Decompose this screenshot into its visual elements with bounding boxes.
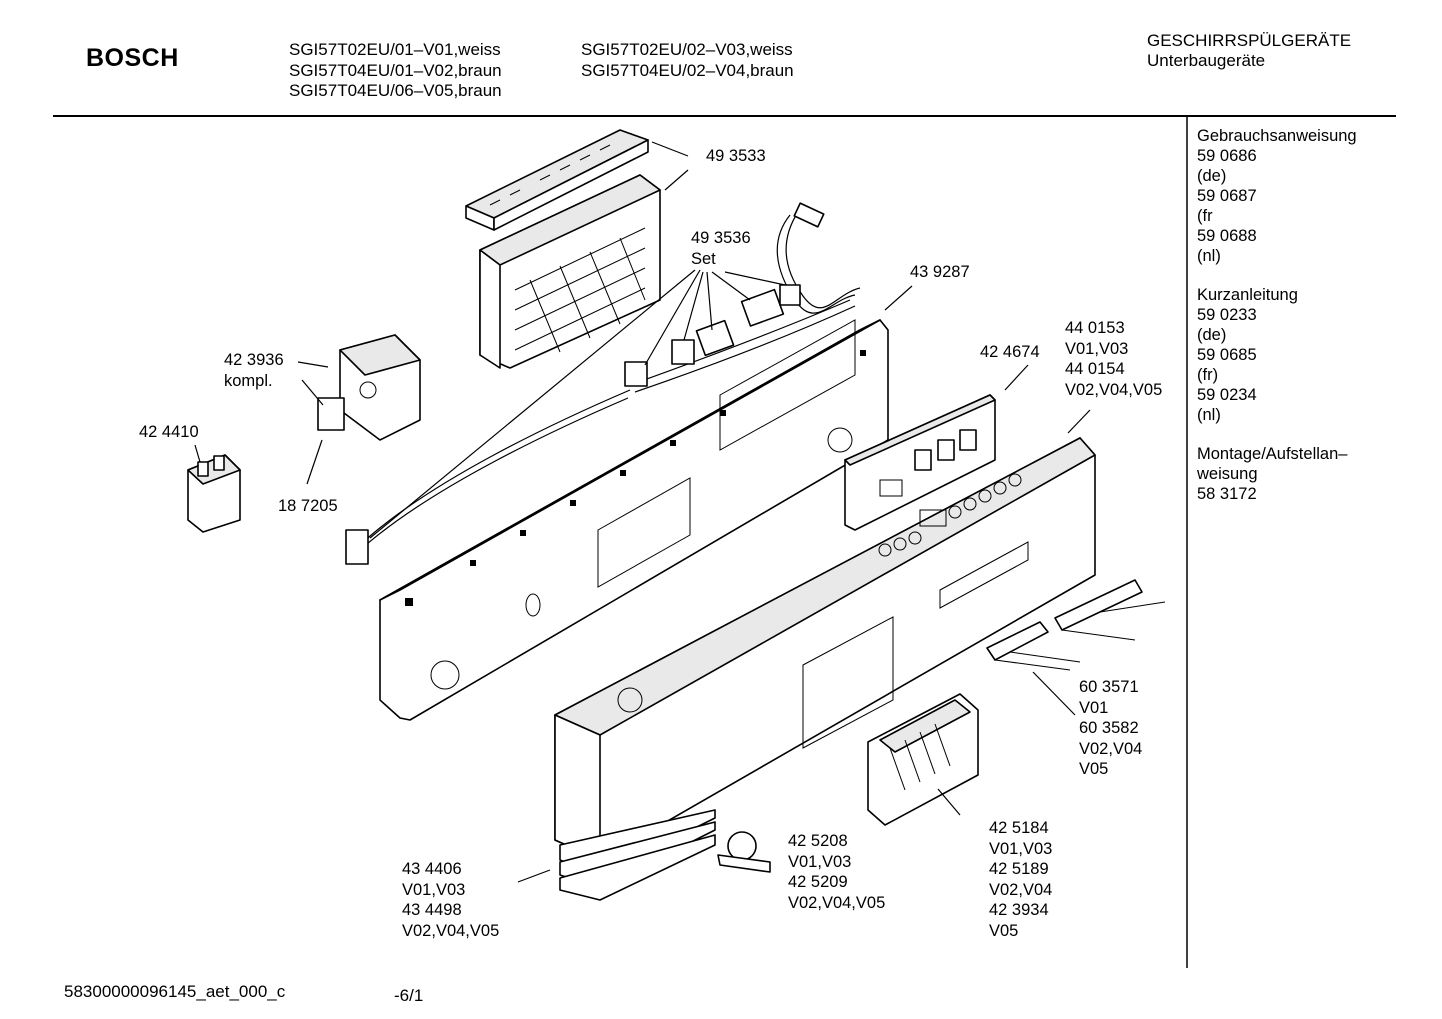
doc-number: 58 3172 [1197, 485, 1257, 503]
category-title: GESCHIRRSPÜLGERÄTE [1147, 31, 1352, 50]
part-number: 49 3536 [691, 229, 751, 247]
doc-number: 59 0688 [1197, 227, 1257, 245]
doc-language: (nl) [1197, 406, 1221, 424]
part-label-603571: 60 3571 V01 60 3582 V02,V04 V05 [1079, 677, 1142, 780]
part-label-187205: 18 7205 [278, 496, 338, 517]
part-label-434406: 43 4406 V01,V03 43 4498 V02,V04,V05 [402, 859, 499, 941]
part-number: 42 3934 [989, 901, 1049, 919]
part-number: 42 3936 [224, 351, 284, 369]
door-switch-part [317, 334, 421, 441]
model-line: SGI57T04EU/06–V05,braun [289, 81, 502, 100]
part-number: 42 5209 [788, 873, 848, 891]
doc-number: 59 0687 [1197, 187, 1257, 205]
doc-language: (fr) [1197, 366, 1219, 384]
document-id: 58300000096145_aet_000_c [64, 982, 286, 1001]
doc-language: (de) [1197, 167, 1227, 185]
part-variant: V01,V03 [1065, 339, 1129, 358]
front-panel-part [554, 437, 1096, 861]
leader-lines [194, 141, 1091, 883]
part-label-425184: 42 5184 V01,V03 42 5189 V02,V04 42 3934 … [989, 818, 1052, 941]
doc-number: 59 0686 [1197, 147, 1257, 165]
control-module-part [465, 129, 661, 369]
model-line: SGI57T04EU/01–V02,braun [289, 60, 502, 80]
part-variant: V01,V03 [402, 880, 466, 899]
docs-manual: Gebrauchsanweisung 59 0686 (de) 59 0687 … [1197, 126, 1357, 266]
doc-number: 59 0685 [1197, 346, 1257, 364]
display-board-part [844, 394, 996, 531]
part-number: 43 4498 [402, 901, 462, 919]
part-number: 18 7205 [278, 497, 338, 515]
doc-language: (fr [1197, 207, 1213, 225]
part-variant: V02,V04,V05 [788, 893, 886, 912]
part-number: 60 3582 [1079, 719, 1139, 737]
part-number: 42 5184 [989, 819, 1049, 837]
seal-strip-part [559, 809, 716, 901]
part-variant: V01,V03 [989, 839, 1053, 858]
part-label-440153: 44 0153 V01,V03 44 0154 V02,V04,V05 [1065, 318, 1162, 400]
doc-language: (nl) [1197, 247, 1221, 265]
docs-short-guide: Kurzanleitung 59 0233 (de) 59 0685 (fr) … [1197, 285, 1298, 425]
part-variant: V05 [989, 921, 1019, 940]
part-label-493533: 49 3533 [706, 146, 766, 167]
doc-heading: Kurzanleitung [1197, 286, 1298, 304]
cable-harness-part [345, 202, 861, 565]
category-subtitle: Unterbaugeräte [1147, 51, 1266, 70]
part-variant: V02,V04 [989, 880, 1053, 899]
model-line: SGI57T02EU/02–V03,weiss [581, 40, 793, 59]
part-variant: V01,V03 [788, 852, 852, 871]
part-label-439287: 43 9287 [910, 262, 970, 283]
part-note: kompl. [224, 371, 273, 390]
part-number: 44 0153 [1065, 319, 1125, 337]
doc-number: 59 0233 [1197, 306, 1257, 324]
model-line: SGI57T04EU/02–V04,braun [581, 60, 794, 80]
part-label-423936: 42 3936 kompl. [224, 350, 284, 391]
doc-number: 59 0234 [1197, 386, 1257, 404]
connector-part [187, 454, 241, 533]
brand-logo: BOSCH [86, 44, 179, 72]
page-number: -6/1 [394, 986, 424, 1005]
part-number: 42 5208 [788, 832, 848, 850]
doc-heading: Montage/Aufstellan– [1197, 445, 1348, 463]
part-note: Set [691, 249, 716, 268]
lock-part [717, 831, 771, 873]
part-variant: V02,V04 [1079, 739, 1143, 758]
category-block: GESCHIRRSPÜLGERÄTE Unterbaugeräte [1147, 31, 1351, 71]
part-label-425208: 42 5208 V01,V03 42 5209 V02,V04,V05 [788, 831, 885, 913]
button-strip-part [986, 579, 1166, 671]
doc-heading: Gebrauchsanweisung [1197, 127, 1357, 145]
part-variant: V01 [1079, 698, 1109, 717]
part-variant: V05 [1079, 760, 1109, 778]
docs-install: Montage/Aufstellan– weisung 58 3172 [1197, 444, 1347, 504]
part-label-493536: 49 3536 Set [691, 228, 751, 269]
doc-heading: weisung [1197, 465, 1258, 483]
part-number: 49 3533 [706, 147, 766, 165]
part-number: 43 9287 [910, 263, 970, 281]
door-handle-part [867, 693, 979, 826]
part-number: 43 4406 [402, 860, 462, 878]
part-label-424674: 42 4674 [980, 342, 1040, 363]
part-label-424410: 42 4410 [139, 422, 199, 443]
part-variant: V02,V04,V05 [402, 921, 500, 940]
model-list-1: SGI57T02EU/01–V01,weiss SGI57T04EU/01–V0… [289, 40, 502, 102]
model-line: SGI57T02EU/01–V01,weiss [289, 40, 501, 59]
part-number: 60 3571 [1079, 678, 1139, 696]
part-number: 42 4410 [139, 423, 199, 441]
doc-language: (de) [1197, 326, 1227, 344]
model-list-2: SGI57T02EU/02–V03,weiss SGI57T04EU/02–V0… [581, 40, 794, 81]
part-number: 44 0154 [1065, 360, 1125, 378]
part-number: 42 5189 [989, 860, 1049, 878]
part-number: 42 4674 [980, 343, 1040, 361]
part-variant: V02,V04,V05 [1065, 380, 1163, 399]
